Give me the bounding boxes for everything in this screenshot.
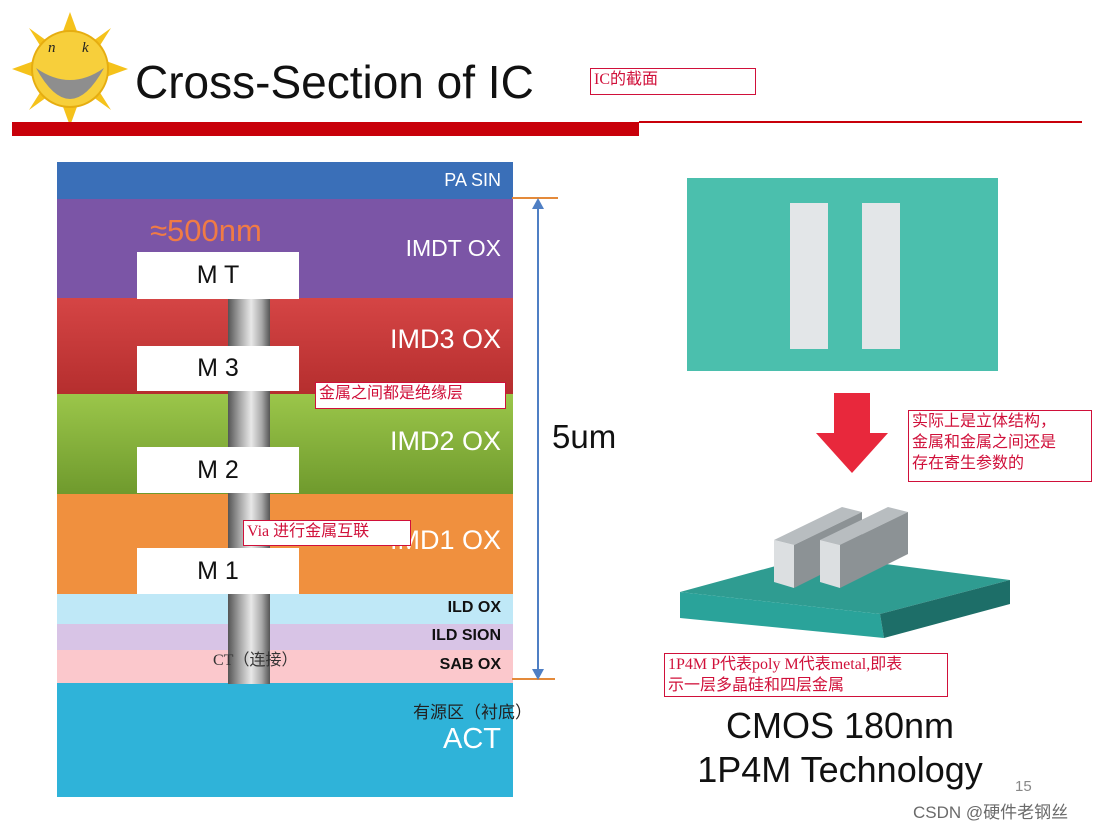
- caption-line-1: CMOS 180nm: [725, 705, 955, 746]
- thickness-label: ≈500nm: [150, 213, 262, 248]
- page-title: Cross-Section of IC: [135, 56, 534, 108]
- dimension-cap-top: [512, 197, 558, 199]
- title-note: IC的截面: [590, 68, 756, 95]
- insulator-note: 金属之间都是绝缘层: [315, 382, 506, 409]
- parasitic-note: 实际上是立体结构， 金属和金属之间还是 存在寄生参数的: [908, 410, 1092, 482]
- top-view-metal-left: [790, 203, 828, 349]
- logo-letter-right: k: [82, 40, 89, 56]
- metal-2: M 2: [137, 447, 299, 493]
- metal-3: M 3: [137, 346, 299, 391]
- via-mt-m3: [228, 298, 270, 346]
- layer-label-imd3-ox: IMD3 OX: [389, 324, 501, 354]
- total-height-label: 5um: [552, 418, 617, 455]
- logo-letter-left: n: [48, 40, 56, 56]
- watermark: CSDN @硬件老钢丝: [913, 803, 1069, 822]
- layer-label-act: ACT: [443, 723, 501, 755]
- layer-label-ild-ox: ILD OX: [447, 599, 501, 616]
- layer-ild-sion: ILD SION: [57, 624, 513, 650]
- via-m3-m2: [228, 391, 270, 447]
- metal-top: M T: [137, 252, 299, 299]
- layer-ild-ox: ILD OX: [57, 594, 513, 624]
- layer-pa-sin: PA SIN: [57, 162, 513, 199]
- title-underline-line: [639, 121, 1082, 123]
- top-view-block: [687, 178, 998, 371]
- layer-label-sab-ox: SAB OX: [439, 656, 501, 673]
- layer-label-imdt-ox: IMDT OX: [405, 235, 501, 261]
- title-underline-bar: [12, 122, 639, 136]
- sun-logo: [12, 12, 128, 126]
- page-number: 15: [1015, 778, 1032, 795]
- layer-sab-ox: SAB OX: [57, 650, 513, 683]
- caption-line-2: 1P4M Technology: [697, 749, 983, 790]
- layer-label-pa-sin: PA SIN: [444, 170, 501, 190]
- p4m-note: 1P4M P代表poly M代表metal,即表 示一层多晶硅和四层金属: [664, 653, 948, 697]
- layer-imdt-ox: IMDT OX: [57, 199, 513, 298]
- via-note: Via 进行金属互联: [243, 520, 411, 546]
- top-view-metal-right: [862, 203, 900, 349]
- layer-label-imd2-ox: IMD2 OX: [389, 426, 501, 456]
- structure-3d-view: [680, 507, 1010, 638]
- layer-label-ild-sion: ILD SION: [431, 627, 501, 644]
- contact-label: CT（连接）: [213, 652, 298, 669]
- contact-m1-act: [228, 594, 270, 684]
- dimension-arrow: [532, 198, 544, 680]
- layer-act: ACT: [57, 683, 513, 797]
- active-area-label: 有源区（衬底）: [413, 703, 532, 722]
- dimension-cap-bottom: [512, 678, 555, 680]
- metal-1: M 1: [137, 548, 299, 594]
- down-arrow-icon: [816, 393, 888, 473]
